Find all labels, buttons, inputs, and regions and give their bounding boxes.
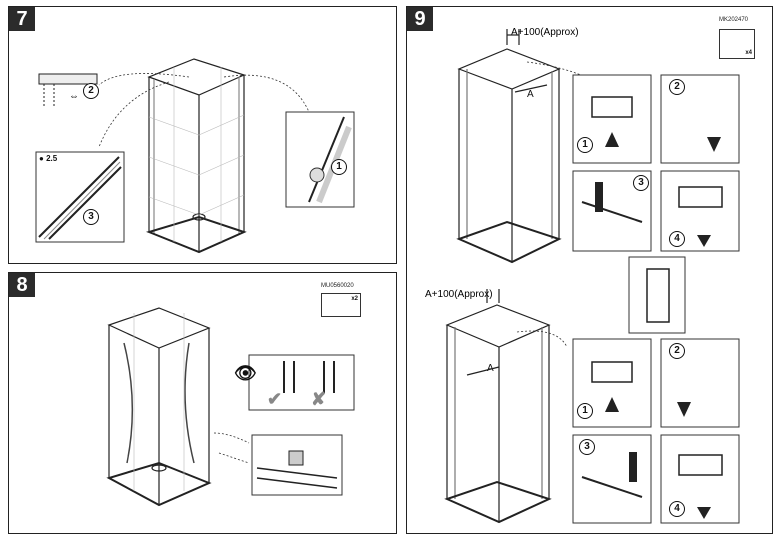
shower-enclosure-illustration: ⇔ (35, 58, 355, 254)
shower-enclosure-illustration (444, 29, 740, 524)
dimension-label-top: A+100(Approx) (511, 27, 579, 38)
dimension-label-bottom: A+100(Approx) (425, 289, 493, 300)
part-qty: x2 (351, 296, 358, 302)
sub-step-3-marker: 3 (579, 439, 595, 455)
dimension-a-top: A (527, 89, 534, 100)
sub-step-1-marker: 1 (577, 137, 593, 153)
part-code: MU0560020 (321, 283, 354, 289)
part-code: MK202470 (719, 17, 749, 23)
sub-step-2-marker: 2 (669, 343, 685, 359)
sub-step-1-marker: 1 (577, 403, 593, 419)
step-7-panel: 7 ⇔ (8, 6, 397, 264)
drill-size-label: ● 2.5 (39, 154, 58, 163)
sub-step-2-marker: 2 (669, 79, 685, 95)
sub-step-4-marker: 4 (669, 231, 685, 247)
step-number: 9 (407, 7, 433, 31)
step-8-panel: 8 MU0560020 x2 (8, 272, 397, 534)
eye-icon: 👁 (234, 363, 257, 383)
dimension-a-bottom: A (487, 363, 494, 374)
drill-bullet-icon: ● (39, 154, 44, 163)
part-qty: x4 (745, 50, 752, 56)
svg-text:⇔: ⇔ (69, 91, 79, 102)
sub-step-4-marker: 4 (669, 501, 685, 517)
check-icon: ✔ (267, 389, 283, 409)
part-box: x2 (321, 293, 361, 317)
sub-step-3-marker: 3 (633, 175, 649, 191)
part-box: x4 (719, 29, 755, 59)
step-number: 7 (9, 7, 35, 31)
sub-step-1-marker: 1 (331, 159, 347, 175)
sub-step-2-marker: 2 (83, 83, 99, 99)
step-number: 8 (9, 273, 35, 297)
sub-step-3-marker: 3 (83, 209, 99, 225)
cross-icon: ✘ (311, 389, 327, 409)
step-9-panel: 9 MK202470 x4 A+100(Approx) A+100(Approx… (406, 6, 773, 534)
shower-enclosure-illustration (106, 307, 355, 507)
